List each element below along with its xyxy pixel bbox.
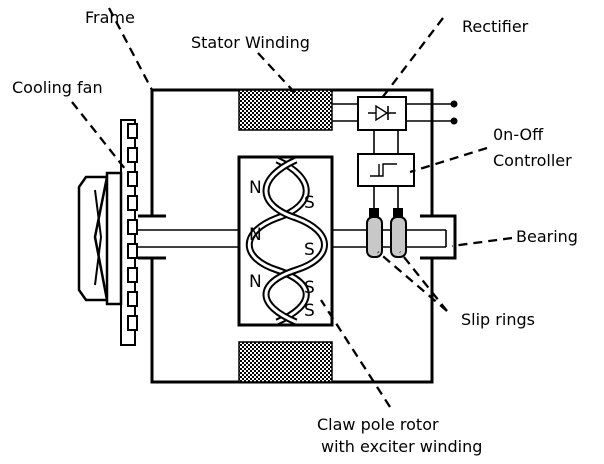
pulley xyxy=(77,171,123,306)
pole-north-2: N xyxy=(249,225,262,245)
label-rotor-line2: with exciter winding xyxy=(321,437,482,456)
label-stator-winding: Stator Winding xyxy=(191,33,310,52)
stator-winding-top xyxy=(238,89,333,131)
label-frame: Frame xyxy=(85,8,135,27)
leader-bearing xyxy=(451,236,513,248)
label-controller-line2: Controller xyxy=(493,151,572,170)
leader-rotor xyxy=(320,299,391,408)
cooling-fan xyxy=(120,119,138,346)
label-rectifier: Rectifier xyxy=(462,17,529,36)
on-off-controller xyxy=(357,153,415,187)
terminal-negative xyxy=(450,117,458,125)
claw-pole-waves xyxy=(245,156,328,326)
pole-south-2: S xyxy=(304,240,315,260)
pole-north-3: N xyxy=(249,272,262,292)
pole-south-3: S xyxy=(304,278,315,298)
controller-symbol xyxy=(370,163,397,177)
label-cooling-fan: Cooling fan xyxy=(12,78,103,97)
label-slip-rings: Slip rings xyxy=(461,310,535,329)
stator-winding-bottom xyxy=(238,341,333,383)
label-bearing: Bearing xyxy=(516,227,578,246)
leader-controller xyxy=(409,146,488,174)
leader-stator-winding xyxy=(257,52,297,95)
label-controller-line1: 0n-Off xyxy=(493,125,544,144)
bearing-left xyxy=(138,214,166,260)
slip-rings xyxy=(366,208,407,258)
claw-pole-rotor xyxy=(237,155,334,327)
pole-north-1: N xyxy=(249,178,262,198)
leader-slip-rings-2 xyxy=(399,251,448,312)
diode-icon xyxy=(368,104,396,122)
bearing-right xyxy=(420,214,457,260)
shaft xyxy=(119,229,447,248)
leader-slip-rings-1 xyxy=(377,251,448,312)
pole-south-1: S xyxy=(304,193,315,213)
leader-frame xyxy=(107,7,154,91)
leader-cooling-fan xyxy=(71,101,127,171)
pole-south-4: S xyxy=(304,301,315,321)
label-rotor-line1: Claw pole rotor xyxy=(317,415,439,434)
leader-rectifier xyxy=(381,17,444,99)
terminal-positive xyxy=(450,100,458,108)
